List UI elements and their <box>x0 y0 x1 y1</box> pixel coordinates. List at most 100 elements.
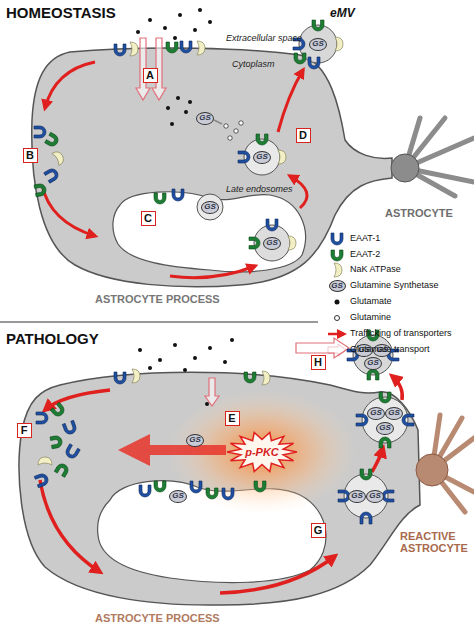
eaat1-transporter <box>402 414 414 426</box>
eaat2-transporter <box>206 488 218 499</box>
callout-box: D <box>296 128 311 143</box>
enzyme-label: GS <box>351 492 363 500</box>
nak-atpase <box>262 371 270 385</box>
legend-nak-sample <box>334 263 342 277</box>
nak-atpase <box>130 42 138 56</box>
eaat2-transporter <box>294 53 306 64</box>
nak-atpase <box>197 41 205 55</box>
trafficking-arrow <box>45 390 110 410</box>
nak-atpase <box>132 369 140 383</box>
vesicle <box>362 397 408 443</box>
glutamine-dot <box>239 121 243 125</box>
glutamine-synthetase: GS <box>367 407 385 420</box>
eaat1-transporter <box>180 41 192 53</box>
panel-title: HOMEOSTASIS <box>6 4 116 21</box>
reactive-astrocyte-process <box>19 372 420 605</box>
glutamate-dot <box>183 368 187 372</box>
enzyme-label: GS <box>266 239 278 247</box>
late-endosome <box>113 192 306 272</box>
trafficking-arrow <box>278 70 303 132</box>
panel-title: PATHOLOGY <box>6 330 99 347</box>
eaat2-transporter <box>367 369 379 380</box>
conversion-arrow <box>214 120 222 124</box>
glutamine-synthetase: GS <box>169 490 187 503</box>
glutamate-dot <box>170 122 174 126</box>
callout-letter: D <box>299 130 307 141</box>
callout-box: E <box>225 411 240 426</box>
eaat1-transporter <box>114 372 126 384</box>
glutamate-dot <box>208 346 212 350</box>
eaat2-transporter <box>34 183 47 197</box>
legend-glutamate-sample <box>335 300 340 305</box>
glutamate-dots <box>136 8 212 126</box>
eaat1-transporter <box>44 167 60 183</box>
legend-label: Trafficking of transporters <box>350 329 452 338</box>
legend-eaat2-sample <box>331 250 343 261</box>
nak-atpase <box>278 150 286 164</box>
eaat2-transporter <box>379 392 391 403</box>
eaat1-transporter <box>356 414 368 426</box>
vesicle <box>197 194 223 220</box>
eaat1-transporter <box>34 126 46 138</box>
glutamate-dot <box>178 13 182 17</box>
enzyme-label: GS <box>172 492 184 500</box>
callout-box: A <box>143 68 158 83</box>
burst-shape <box>227 433 297 472</box>
glutamate-dot <box>184 110 188 114</box>
eaat1-transporter <box>114 44 126 56</box>
trafficking-arrow <box>42 185 95 236</box>
trafficking-arrow <box>372 448 383 472</box>
enzyme-label: GS <box>367 359 379 367</box>
vesicle <box>344 474 388 518</box>
astrocyte-body <box>405 118 474 196</box>
trafficking-arrow <box>170 266 255 278</box>
glutamine-synthetase: GS <box>376 422 394 435</box>
eaat1-transporter <box>266 219 278 231</box>
callout-letter: F <box>21 425 28 436</box>
eaat1-transporter <box>238 151 250 163</box>
glutamate-dot <box>158 358 162 362</box>
glutamate-dot <box>176 96 180 100</box>
enzyme-label: GS <box>204 203 216 211</box>
glutamate-dot <box>198 8 202 12</box>
nak-atpase <box>288 236 296 250</box>
callout-box: H <box>311 355 326 370</box>
trafficking-arrow <box>392 376 402 400</box>
trafficking-arrow <box>40 480 100 572</box>
nak-atpase <box>335 37 343 51</box>
glutamine-synthetase: GS <box>186 434 204 447</box>
eaat2-transporter <box>50 435 63 449</box>
callout-letter: G <box>314 525 323 536</box>
eaat1-transporter <box>360 512 372 524</box>
eaat1-transporter <box>308 57 320 69</box>
glutamate-dot <box>205 402 209 406</box>
eaat2-transporter <box>166 42 178 53</box>
vesicle-label: eMV <box>330 6 355 20</box>
cell-label: REACTIVE ASTROCYTE <box>400 530 472 554</box>
glutamate-dot <box>173 36 177 40</box>
legend-label: Glutamate transport <box>350 345 430 354</box>
eaat2-transporter <box>379 437 391 448</box>
callout-box: C <box>141 211 156 226</box>
glutamate-dot <box>136 30 140 34</box>
astrocyte-process <box>32 48 392 287</box>
glutamine-synthetase: GS <box>263 237 281 250</box>
enzyme-label: GS <box>312 40 324 48</box>
glutamine-synthetase: GS <box>253 151 271 164</box>
pkc-action-arrow <box>118 434 226 466</box>
region-label: Cytoplasm <box>232 59 275 69</box>
p-pkc-burst: p-PKC <box>226 431 298 473</box>
trafficking-arrow <box>290 176 307 208</box>
callout-letter: B <box>26 150 34 161</box>
legend-label: EAAT-2 <box>350 250 380 259</box>
glutamine-synthetase: GS <box>385 407 403 420</box>
legend-label: EAAT-1 <box>350 234 380 243</box>
glutamate-dot <box>148 18 152 22</box>
callout-letter: E <box>228 413 235 424</box>
callout-box: G <box>311 523 326 538</box>
eaat2-transporter <box>312 20 324 31</box>
nak-atpase <box>52 149 66 165</box>
glutamine-dot <box>224 124 228 128</box>
eaat1-transporter <box>36 412 48 424</box>
